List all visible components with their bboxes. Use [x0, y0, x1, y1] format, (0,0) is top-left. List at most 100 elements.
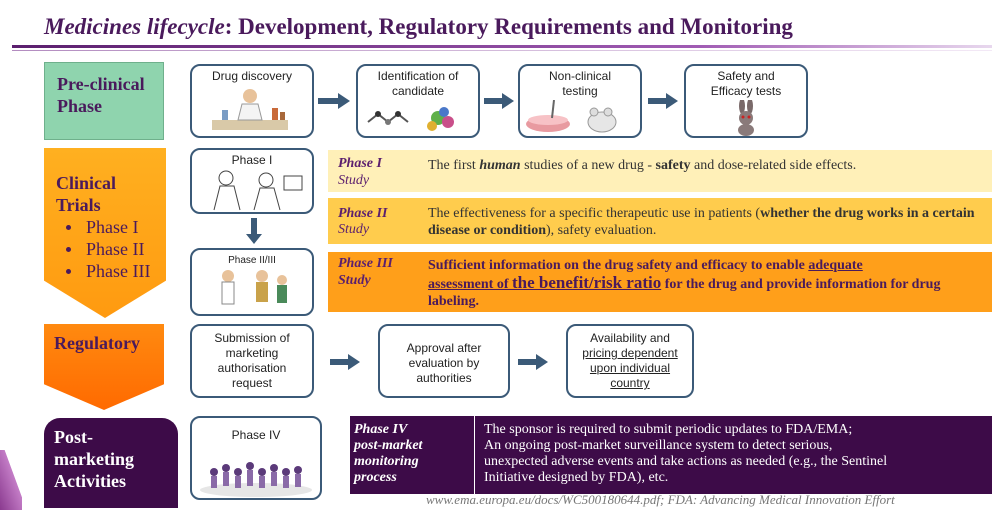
phase4-label-2: post-market [354, 438, 423, 453]
stage-post-line1: Post- [54, 427, 93, 447]
phase4-text-2: An ongoing post-market surveillance syst… [484, 438, 833, 453]
phase2-sub: Study [338, 222, 370, 237]
phase1-text-2: studies of a new drug - [520, 158, 656, 173]
stage-regulatory: Regulatory [44, 324, 164, 410]
title-divider-thin [12, 50, 992, 51]
step-safety-label2: Efficacy tests [710, 84, 782, 98]
step-availability-l3: upon individual [589, 361, 671, 375]
phase1-sub: Study [338, 173, 370, 188]
step-nonclinical-label2: testing [562, 84, 598, 98]
phase4-divider [474, 416, 475, 494]
phase4-label-3: monitoring [354, 454, 419, 469]
corner-decoration [0, 450, 22, 510]
phase3-text-benefit-risk: the benefit/risk ratio [512, 273, 662, 292]
step-submission-l1: Submission of [214, 331, 290, 345]
phase2-text-bold: whether the drug works in a certain dise… [428, 206, 975, 238]
stage-post-line2: marketing [54, 449, 134, 469]
phase2-label: Phase II [338, 206, 388, 221]
step-safety-label1: Safety and [717, 69, 775, 83]
step-availability-l2: pricing dependent [582, 346, 678, 360]
clinical-phase23-label: Phase II/III [228, 255, 276, 266]
phase1-text-safety: safety [655, 158, 691, 173]
phase3-text-2: assessment of [428, 277, 512, 292]
stage-clinical-trials: Clinical Trials Phase I Phase II Phase I… [44, 148, 166, 318]
doctor-patients-icon [221, 270, 287, 305]
clinical-phase-list: Phase I Phase II Phase III [56, 216, 166, 282]
phase3-text-1: Sufficient information on the drug safet… [428, 258, 809, 273]
clinical-phase-item: Phase I [56, 216, 166, 238]
stage-post-line3: Activities [54, 471, 126, 491]
phase1-text-human: human [479, 158, 521, 173]
phase3-text-3: for the drug and provide information for… [428, 277, 941, 309]
phase2-text-1: The effectiveness for a specific therape… [428, 206, 761, 221]
arrow-right-icon [318, 93, 350, 109]
phase3-description: Sufficient information on the drug safet… [428, 257, 978, 310]
phase4-label-4: process [354, 470, 397, 485]
step-approval-l2: evaluation by [408, 356, 480, 370]
step-identification-label1: Identification of [377, 69, 459, 83]
step-availability-l1: Availability and [590, 331, 670, 345]
clinical-phase-item: Phase II [56, 238, 166, 260]
step-submission-l4: request [231, 376, 273, 390]
arrow-right-icon [330, 354, 360, 370]
clinical-phase1-label: Phase I [231, 153, 273, 167]
step-approval-l1: Approval after [406, 341, 482, 355]
step-nonclinical-label1: Non-clinical [548, 69, 612, 83]
phase1-description: The first human studies of a new drug - … [428, 157, 978, 174]
stage-clinical-line1: Clinical [56, 173, 117, 193]
arrow-right-icon [518, 354, 548, 370]
clinical-phase-item: Phase III [56, 260, 166, 282]
step-identification: Identification of candidate [356, 64, 480, 138]
phase1-study-bar: Phase I Study The first human studies of… [328, 150, 992, 192]
phase2-text-2: ), safety evaluation. [545, 223, 657, 238]
phase2-description: The effectiveness for a specific therape… [428, 205, 978, 239]
step-availability-l4: country [610, 376, 650, 390]
doctor-patient-icon [213, 170, 303, 211]
step-drug-discovery-label: Drug discovery [211, 69, 293, 83]
post-phase4-picture: Phase IV [190, 416, 322, 500]
scientist-icon [212, 89, 288, 130]
step-drug-discovery: Drug discovery [190, 64, 314, 138]
step-submission-l2: marketing [225, 346, 279, 360]
clinical-phase23-picture: Phase II/III [190, 248, 314, 316]
phase2-study-bar: Phase II Study The effectiveness for a s… [328, 198, 992, 244]
molecule-icon [367, 107, 454, 131]
step-identification-label2: candidate [391, 84, 445, 98]
stage-clinical-line2: Trials [56, 195, 101, 215]
title-divider [12, 45, 992, 48]
phase4-text-3: unexpected adverse events and take actio… [484, 454, 888, 469]
phase1-label: Phase I [338, 156, 382, 171]
title-rest: : Development, Regulatory Requirements a… [224, 14, 793, 39]
phase3-study-bar: Phase III Study Sufficient information o… [328, 252, 992, 312]
phase4-process-bar: Phase IV post-market monitoring process … [350, 416, 992, 494]
phase3-text-adequate: adequate [808, 258, 863, 273]
clinical-phase1-picture: Phase I [190, 148, 314, 214]
phase4-labels: Phase IV post-market monitoring process [354, 422, 472, 486]
phase1-text-3: and dose-related side effects. [690, 158, 857, 173]
lab-mouse-icon [526, 100, 617, 133]
arrow-down-icon [246, 218, 262, 244]
step-approval-l3: authorities [416, 371, 472, 385]
step-submission-l3: authorisation [217, 361, 287, 375]
post-phase4-label: Phase IV [231, 428, 281, 442]
rabbit-icon [738, 100, 754, 136]
step-safety-efficacy: Safety and Efficacy tests [684, 64, 808, 138]
arrow-right-icon [484, 93, 514, 109]
phase1-text-1: The first [428, 158, 480, 173]
stage-preclinical: Pre-clinical Phase [44, 62, 164, 140]
stage-preclinical-line1: Pre-clinical [57, 74, 145, 94]
stage-preclinical-line2: Phase [57, 96, 102, 116]
phase4-text-4: Initiative designed by FDA), etc. [484, 470, 669, 485]
phase3-sub: Study [338, 273, 371, 288]
stage-regulatory-label: Regulatory [54, 333, 140, 353]
crowd-icon [200, 462, 312, 497]
page-title: Medicines lifecycle: Development, Regula… [44, 14, 944, 40]
step-nonclinical: Non-clinical testing [518, 64, 642, 138]
step-submission: Submission of marketing authorisation re… [190, 324, 314, 398]
phase3-label: Phase III [338, 256, 393, 271]
phase4-description: The sponsor is required to submit period… [484, 422, 978, 486]
source-footer: www.ema.europa.eu/docs/WC500180644.pdf; … [426, 492, 895, 507]
stage-post-marketing: Post- marketing Activities [44, 418, 178, 508]
step-approval: Approval after evaluation by authorities [378, 324, 510, 398]
title-italic: Medicines lifecycle [44, 14, 225, 39]
